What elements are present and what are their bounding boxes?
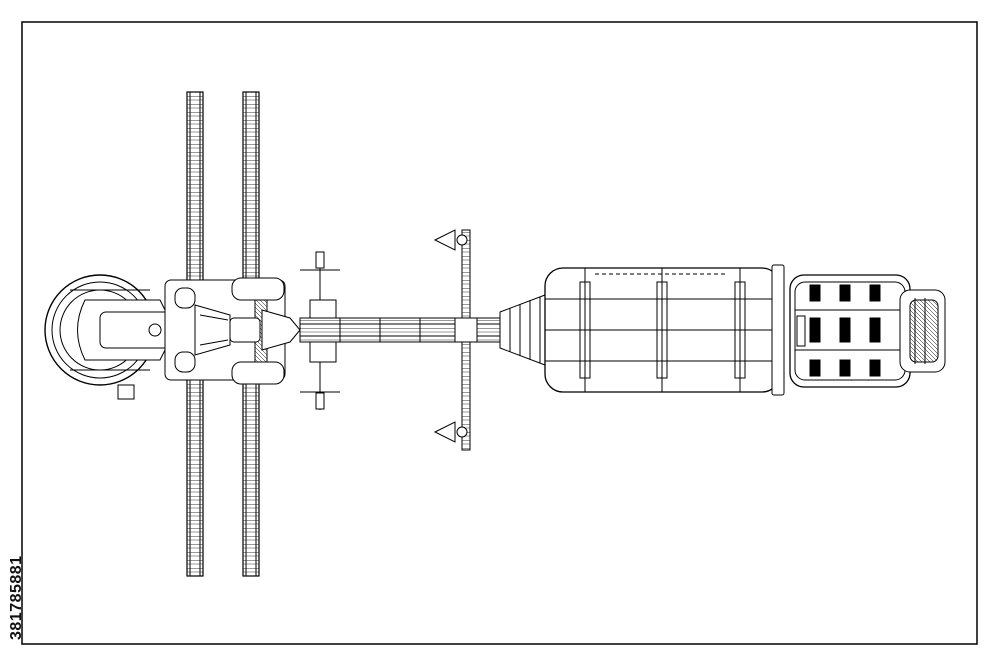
stock-id-label: 381785881 (8, 440, 28, 640)
command-module (44, 274, 182, 400)
communication-dish-top (433, 229, 468, 251)
habitat-hub (164, 277, 301, 385)
cone-adapter (499, 294, 546, 366)
radiator-mast (454, 229, 478, 451)
engine-section (789, 274, 946, 388)
aft-ring-plate (771, 264, 785, 396)
propellant-tanks (544, 267, 781, 393)
stock-id-text: 381785881 (8, 555, 25, 640)
spaceship (44, 91, 946, 577)
communication-dish-bottom (433, 421, 468, 443)
drawing-frame (21, 21, 978, 645)
